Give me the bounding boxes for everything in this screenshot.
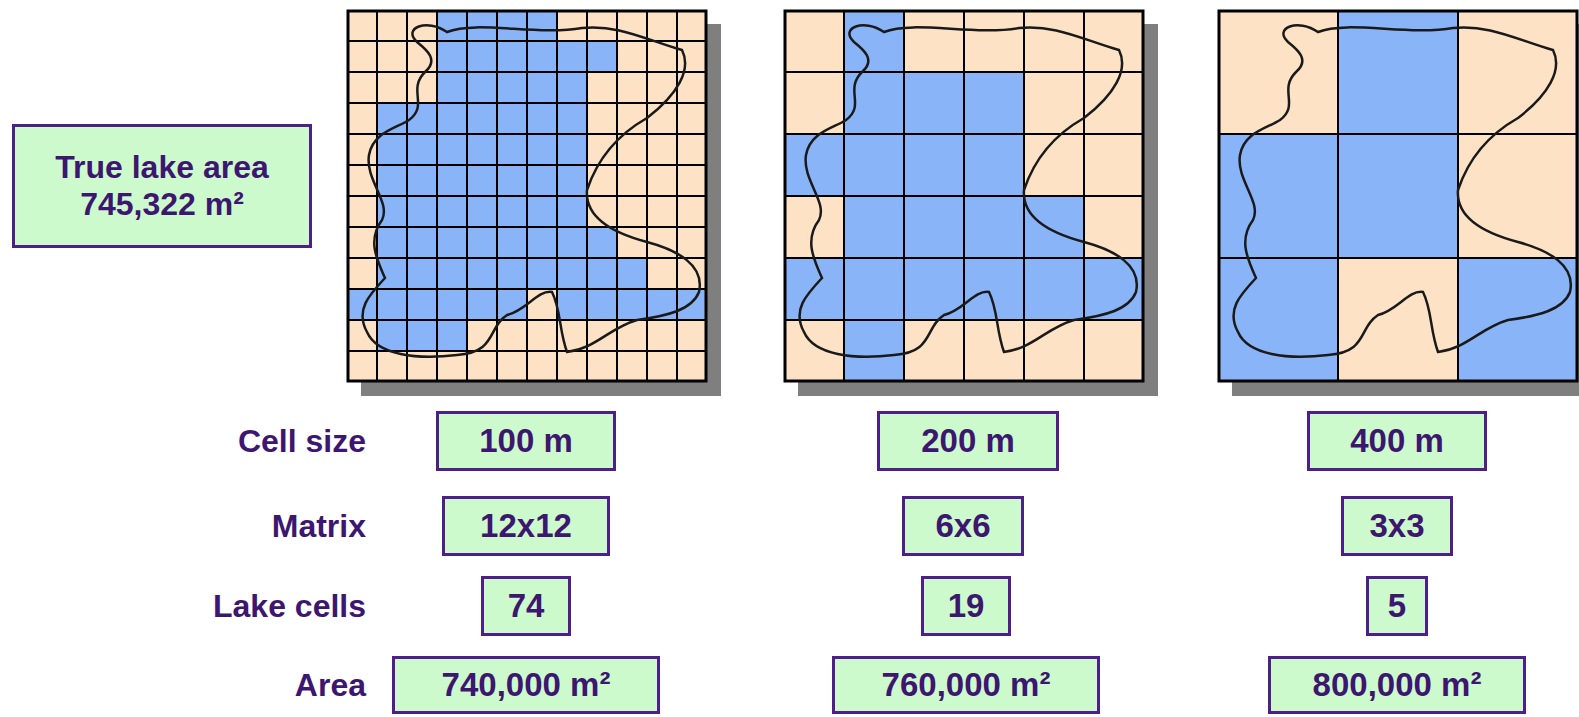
grid-border: [1219, 11, 1577, 381]
value-box: 3x3: [1341, 496, 1453, 556]
lake-grid: [347, 10, 721, 396]
value-box: 6x6: [902, 496, 1024, 556]
grid-line: [556, 10, 558, 382]
lake-cell: [377, 103, 587, 134]
value-box: 760,000 m²: [832, 656, 1100, 714]
value-box: 12x12: [442, 496, 610, 556]
grid-line: [784, 195, 1144, 197]
grid-line: [784, 319, 1144, 321]
lake-cell: [377, 320, 467, 351]
value-box: 5: [1366, 576, 1428, 636]
grid-line: [347, 319, 707, 321]
row-label: Cell size: [238, 423, 366, 460]
row-label: Matrix: [272, 508, 366, 545]
land-ground: [347, 10, 707, 382]
value-text: 5: [1388, 587, 1406, 625]
reference-box: True lake area 745,322 m²: [12, 124, 312, 248]
grid-line: [1218, 257, 1578, 259]
value-box: 100 m: [436, 411, 616, 471]
value-box: 400 m: [1307, 411, 1487, 471]
value-text: 100 m: [479, 422, 573, 460]
land-ground: [1218, 10, 1578, 382]
lake-cell: [557, 289, 707, 320]
value-box: 74: [481, 576, 571, 636]
row-label: Lake cells: [213, 588, 366, 625]
grid-line: [1218, 133, 1578, 135]
lake-outline: [362, 25, 699, 357]
lake-cell: [377, 196, 587, 227]
grid-line: [347, 350, 707, 352]
value-text: 740,000 m²: [442, 666, 611, 704]
grid-line: [676, 10, 678, 382]
grid-line: [347, 288, 707, 290]
grid-line: [616, 10, 618, 382]
lake-cell: [844, 320, 904, 382]
lake-grid: [784, 10, 1158, 396]
lake-cell: [1458, 258, 1578, 382]
value-text: 74: [508, 587, 545, 625]
value-box: 19: [921, 576, 1011, 636]
value-text: 3x3: [1369, 507, 1424, 545]
grid-line: [646, 10, 648, 382]
value-text: 800,000 m²: [1313, 666, 1482, 704]
grid-border: [785, 11, 1143, 381]
lake-cell: [437, 72, 587, 103]
value-text: 6x6: [935, 507, 990, 545]
lake-cell: [844, 72, 1024, 134]
grid-line: [347, 195, 707, 197]
lake-outline: [799, 25, 1136, 357]
value-text: 400 m: [1350, 422, 1444, 460]
value-text: 19: [948, 587, 985, 625]
value-text: 200 m: [921, 422, 1015, 460]
value-box: 800,000 m²: [1268, 656, 1526, 714]
grid-line: [784, 257, 1144, 259]
grid-border: [348, 11, 706, 381]
grid-line: [347, 257, 707, 259]
row-label: Area: [295, 667, 366, 704]
reference-text: True lake area 745,322 m²: [29, 149, 295, 223]
lake-grid: [1218, 10, 1579, 396]
grid-line: [1083, 10, 1085, 382]
land-ground: [784, 10, 1144, 382]
lake-cell: [377, 165, 587, 196]
grid-line: [347, 226, 707, 228]
lake-cell: [377, 134, 587, 165]
value-box: 200 m: [877, 411, 1059, 471]
lake-cell: [377, 258, 647, 289]
value-text: 12x12: [480, 507, 572, 545]
lake-cell: [1218, 258, 1338, 382]
value-text: 760,000 m²: [882, 666, 1051, 704]
lake-outline: [1233, 25, 1570, 357]
value-box: 740,000 m²: [392, 656, 660, 714]
grid-line: [1337, 10, 1339, 382]
